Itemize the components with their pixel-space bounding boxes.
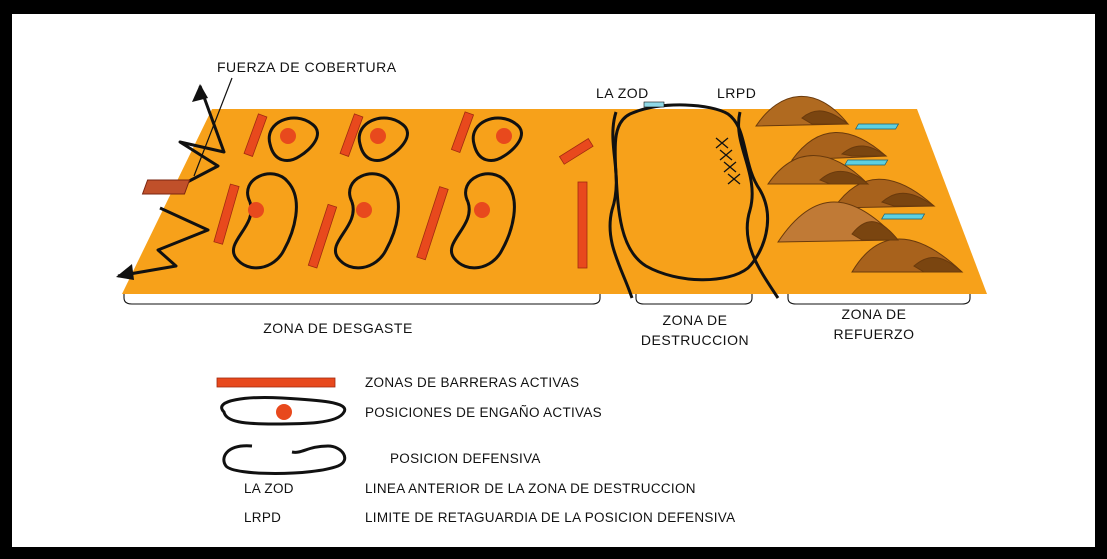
zone-destruction-label-1: ZONA DE [663,312,728,328]
legend-defensive-text: POSICION DEFENSIVA [390,451,541,466]
covering-force-pointer [193,77,233,177]
hill-shadow [913,257,964,273]
defensive-positions-lower [232,172,516,270]
legend-lrpd-abbr: LRPD [244,510,281,525]
diagram-frame: FUERZA DE COBERTURA LA ZOD [12,14,1095,547]
fzod-label: LA ZOD [596,85,649,101]
wire-obstacle-coil [715,137,741,185]
barrier-bar [213,183,240,245]
defensive-position [334,172,400,270]
wire-obstacle [715,137,741,185]
bracket-destruction [635,294,753,305]
legend: ZONAS DE BARRERAS ACTIVAS POSICIONES DE … [216,375,735,525]
legend-fzod-abbr: LA ZOD [244,481,294,496]
deception-dot [280,128,296,144]
lrpd-line [737,111,780,299]
position-marker [881,213,926,220]
fzod-line [608,111,634,299]
legend-fzod-text: LINEA ANTERIOR DE LA ZONA DE DESTRUCCION [365,481,696,496]
barrier-bar [339,113,364,157]
deception-position [267,116,319,162]
fzod-marker-tab [643,101,665,108]
deception-dot [496,128,512,144]
deception-position [471,116,523,162]
bracket-attrition [123,294,601,305]
hill-shadow [881,192,936,207]
position-marker [854,123,900,130]
covering-force-lower-arrow [117,206,210,278]
legend-barrier-symbol [216,377,336,388]
hill-shadow [801,110,850,125]
barrier-bars [213,111,594,269]
defense-zones-diagram: FUERZA DE COBERTURA LA ZOD [116,59,987,525]
zone-reinforcement-label-1: ZONA DE [842,306,907,322]
deception-dots-upper [280,128,512,144]
deception-dots-lower [248,202,490,218]
covering-force-label: FUERZA DE COBERTURA [217,59,397,75]
barrier-bar [243,113,268,157]
barrier-bar [577,181,588,269]
zone-brackets [123,294,971,305]
zone-reinforcement-label-2: REFUERZO [834,326,915,342]
reinforcement-markers [844,123,926,220]
position-marker [844,159,889,166]
reinforcement-hills [755,96,964,273]
barrier-bar [416,186,449,261]
covering-force-upper-arrow [171,85,226,192]
deception-dot [370,128,386,144]
hill-shadow [851,221,900,241]
arrowhead-lower [116,264,134,280]
defensive-position [232,172,298,270]
deception-position [357,116,409,162]
legend-lrpd-text: LIMITE DE RETAGUARDIA DE LA POSICION DEF… [365,510,735,525]
arrowhead-upper [192,84,208,102]
bracket-reinforcement [787,294,971,305]
deception-positions-upper [267,116,523,162]
deception-dot [474,202,490,218]
terrain-area [122,109,987,294]
zone-attrition-label: ZONA DE DESGASTE [263,320,413,336]
hill-shadow [819,170,870,185]
covering-force-unit [141,179,191,195]
deception-dot [248,202,264,218]
covering-force-arrows [116,84,226,280]
barrier-bar [307,203,338,269]
barrier-bar [558,138,594,165]
legend-barrier-text: ZONAS DE BARRERAS ACTIVAS [365,375,579,390]
lrpd-label: LRPD [717,85,756,101]
destruction-zone-outline [613,103,769,282]
legend-deception-dot [276,404,292,420]
defensive-position [450,172,516,270]
legend-defensive-symbol [222,444,347,475]
legend-deception-text: POSICIONES DE ENGAÑO ACTIVAS [365,405,602,420]
deception-dot [356,202,372,218]
barrier-bar [450,111,475,154]
zone-destruction-label-2: DESTRUCCION [641,332,749,348]
legend-deception-symbol [220,396,347,426]
hill-shadow [840,145,888,157]
